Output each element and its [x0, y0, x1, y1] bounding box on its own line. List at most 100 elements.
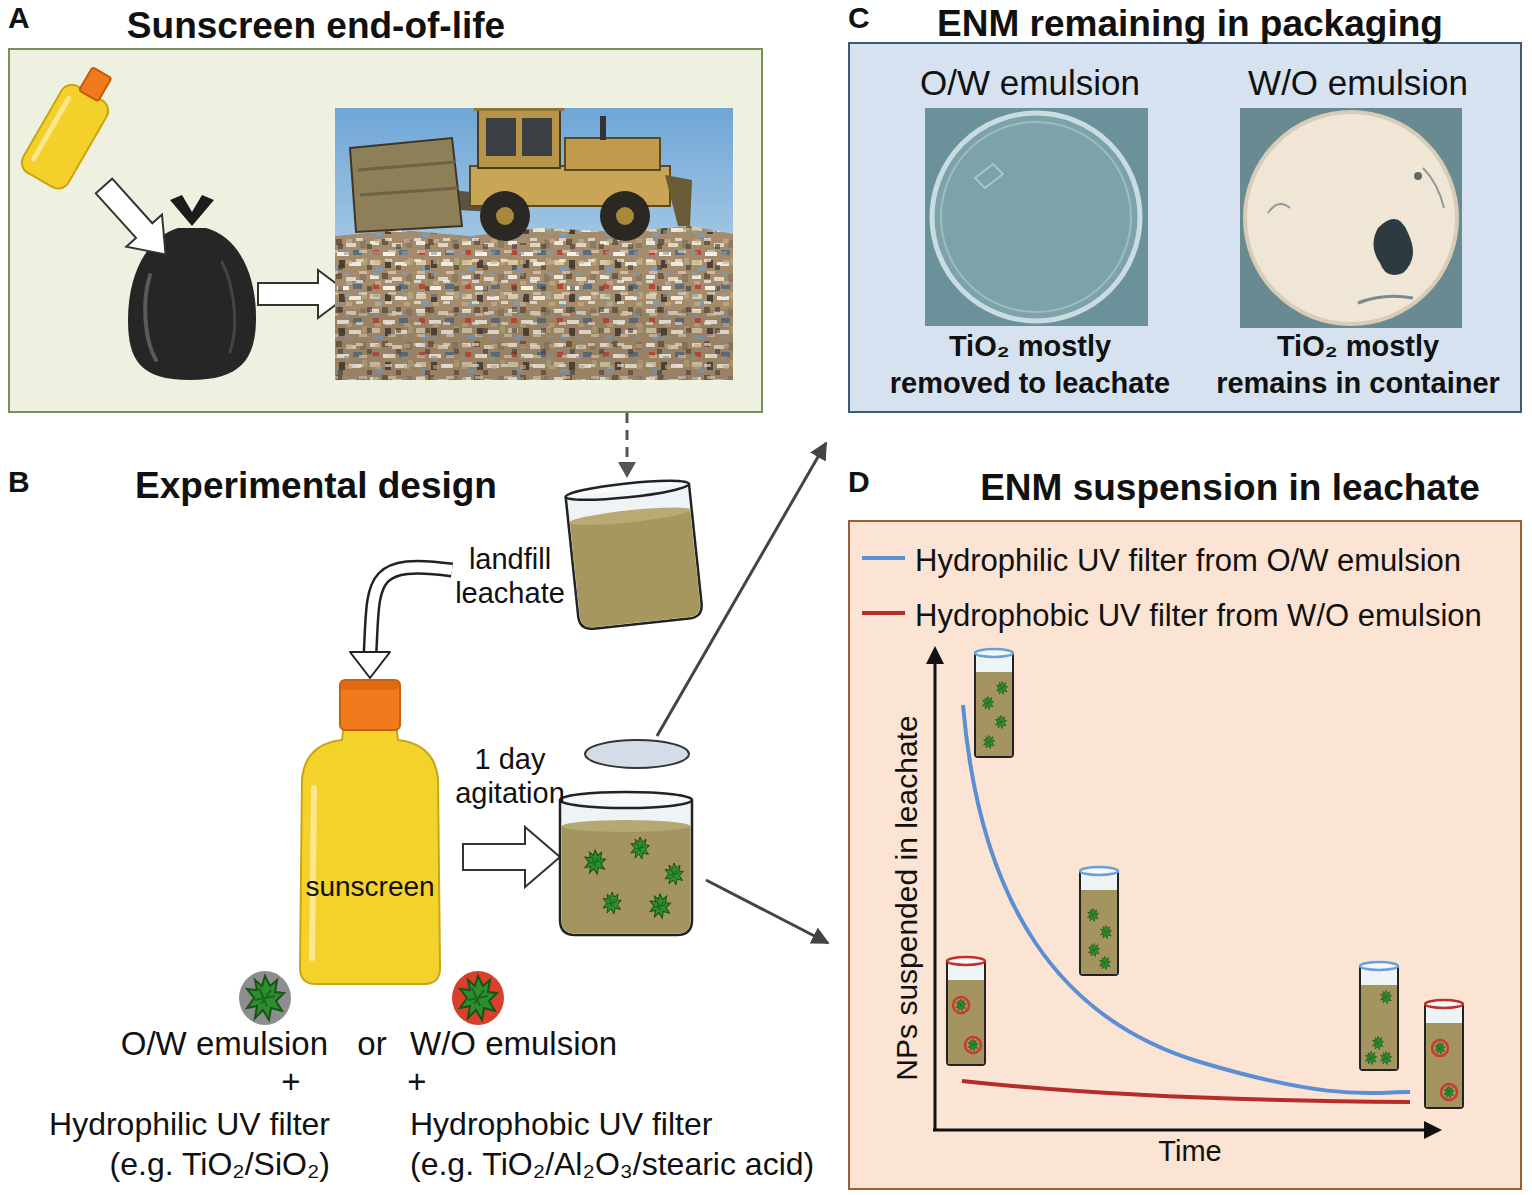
photo-title: O/W emulsion: [880, 62, 1180, 104]
emulsion-label: W/O emulsion: [410, 1024, 650, 1064]
chart-axis: [934, 662, 937, 1131]
sample-tube: [1381, 1051, 1392, 1064]
sunscreen-bottle-icon: [79, 67, 112, 101]
sample-tube: [1432, 1040, 1448, 1056]
connector: [618, 413, 636, 478]
petri-photo: [1268, 204, 1290, 213]
panel-ground: [848, 42, 1522, 413]
leachate-beaker-shape: [570, 510, 701, 629]
panel-title: ENM remaining in packaging: [910, 2, 1470, 46]
sample-tube: [1425, 1003, 1463, 1108]
sample-tube: [947, 957, 985, 1065]
sample-tube: [1361, 985, 1397, 1069]
bulldozer: [358, 162, 458, 195]
agitation-beaker: [562, 820, 690, 832]
sample-tube: [948, 980, 984, 1064]
bulldozer: [496, 207, 514, 225]
agitation-beaker: [560, 792, 692, 935]
petri-photo: [932, 113, 1140, 321]
legend-text: Hydrophilic UV filter from O/W emulsion: [915, 542, 1461, 579]
coated-particle: [247, 976, 284, 1020]
sample-tube: [1426, 1023, 1462, 1107]
sample-tube: [1444, 1086, 1454, 1098]
panel-box: ENM remaining in packaging O/W emulsionT…: [848, 42, 1522, 413]
step-label: 1 day agitation: [448, 742, 572, 810]
arrowhead: [350, 652, 390, 678]
chart-axis: [926, 646, 944, 664]
coated-particle: [452, 971, 504, 1025]
node-caption: TiO₂ mostly removed to leachate: [880, 328, 1180, 402]
panel-box: Sunscreen end-of-life: [8, 48, 763, 413]
bulldozer: [474, 108, 564, 111]
trash-bag-icon: [145, 275, 156, 360]
agitation-beaker: [562, 826, 691, 934]
agitation-beaker: [631, 837, 650, 859]
sample-tube: [983, 696, 994, 709]
axis-label: Time: [1150, 1134, 1230, 1169]
decay-curve: [963, 705, 1410, 1093]
sample-tube: [1373, 1036, 1384, 1049]
petri-photo: [1373, 219, 1413, 275]
sample-tube: [1435, 1042, 1445, 1054]
bulldozer: [600, 191, 650, 241]
agitation-beaker: [585, 850, 605, 874]
sample-tube: [997, 681, 1008, 694]
sample-tube: [975, 652, 1013, 757]
sample-tube: [975, 649, 1013, 657]
connector-line: [370, 567, 452, 654]
petri-photo: [1423, 168, 1444, 208]
petri-photo: [925, 108, 1148, 326]
sample-tube: [1425, 1000, 1463, 1108]
panel-title: ENM suspension in leachate: [960, 466, 1500, 510]
sample-tube: [1441, 1084, 1457, 1100]
connector-line: [370, 567, 452, 654]
sample-tube: [1366, 1051, 1377, 1064]
agitation-beaker: [560, 800, 692, 935]
plus-sign: +: [276, 1062, 306, 1102]
petri-photo: [975, 164, 1003, 188]
axis-label: NPs suspended in leachate: [888, 715, 924, 1080]
sample-tube: [975, 649, 1013, 757]
panel-title: Sunscreen end-of-life: [66, 4, 566, 48]
beaker-lid: [585, 740, 689, 768]
leachate-beaker-shape: [566, 484, 703, 630]
sample-tube: [996, 715, 1007, 728]
bulldozer: [665, 175, 692, 226]
sample-tube: [968, 1039, 978, 1051]
legend-line: [862, 556, 905, 560]
arrowhead: [618, 462, 636, 478]
landfill-photo: [335, 108, 733, 380]
sample-tube: [965, 1037, 981, 1053]
pointer-arrow: [706, 880, 828, 943]
agitation-beaker: [650, 894, 670, 918]
sample-tube: [1080, 867, 1118, 875]
sample-tube: [1080, 870, 1118, 975]
bulldozer: [480, 191, 530, 241]
sample-tube: [1425, 1000, 1463, 1008]
sample-tube: [1360, 962, 1398, 970]
panel-box: ENM suspension in leachateHydrophilic UV…: [848, 520, 1522, 1190]
sample-tube: [947, 960, 985, 1065]
filter-label: Hydrophobic UV filter (e.g. TiO₂/Al₂O₃/s…: [410, 1104, 840, 1184]
leachate-beaker-shape: [565, 478, 690, 504]
sample-tube: [947, 957, 985, 965]
plus-sign: +: [402, 1062, 432, 1102]
coated-particle: [460, 976, 497, 1020]
bulldozer: [486, 118, 516, 156]
petri-photo: [1245, 112, 1457, 324]
landfill-photo: [335, 226, 733, 380]
sample-tube: [1360, 962, 1398, 1070]
leachate-beaker-shape: [565, 478, 703, 630]
node-caption: TiO₂ mostly remains in container: [1208, 328, 1508, 402]
agitation-beaker: [603, 892, 622, 914]
bulldozer: [350, 108, 692, 241]
legend-text: Hydrophobic UV filter from W/O emulsion: [915, 597, 1482, 634]
sample-tube: [1080, 867, 1118, 975]
petri-photo: [941, 122, 1131, 312]
panel-ground: [848, 520, 1522, 1190]
landfill-photo: [335, 310, 733, 380]
sample-tube: [1089, 943, 1100, 956]
bottle-label: sunscreen: [294, 870, 446, 904]
trash-bag-icon: [170, 195, 214, 226]
trash-bag-icon: [222, 262, 235, 352]
